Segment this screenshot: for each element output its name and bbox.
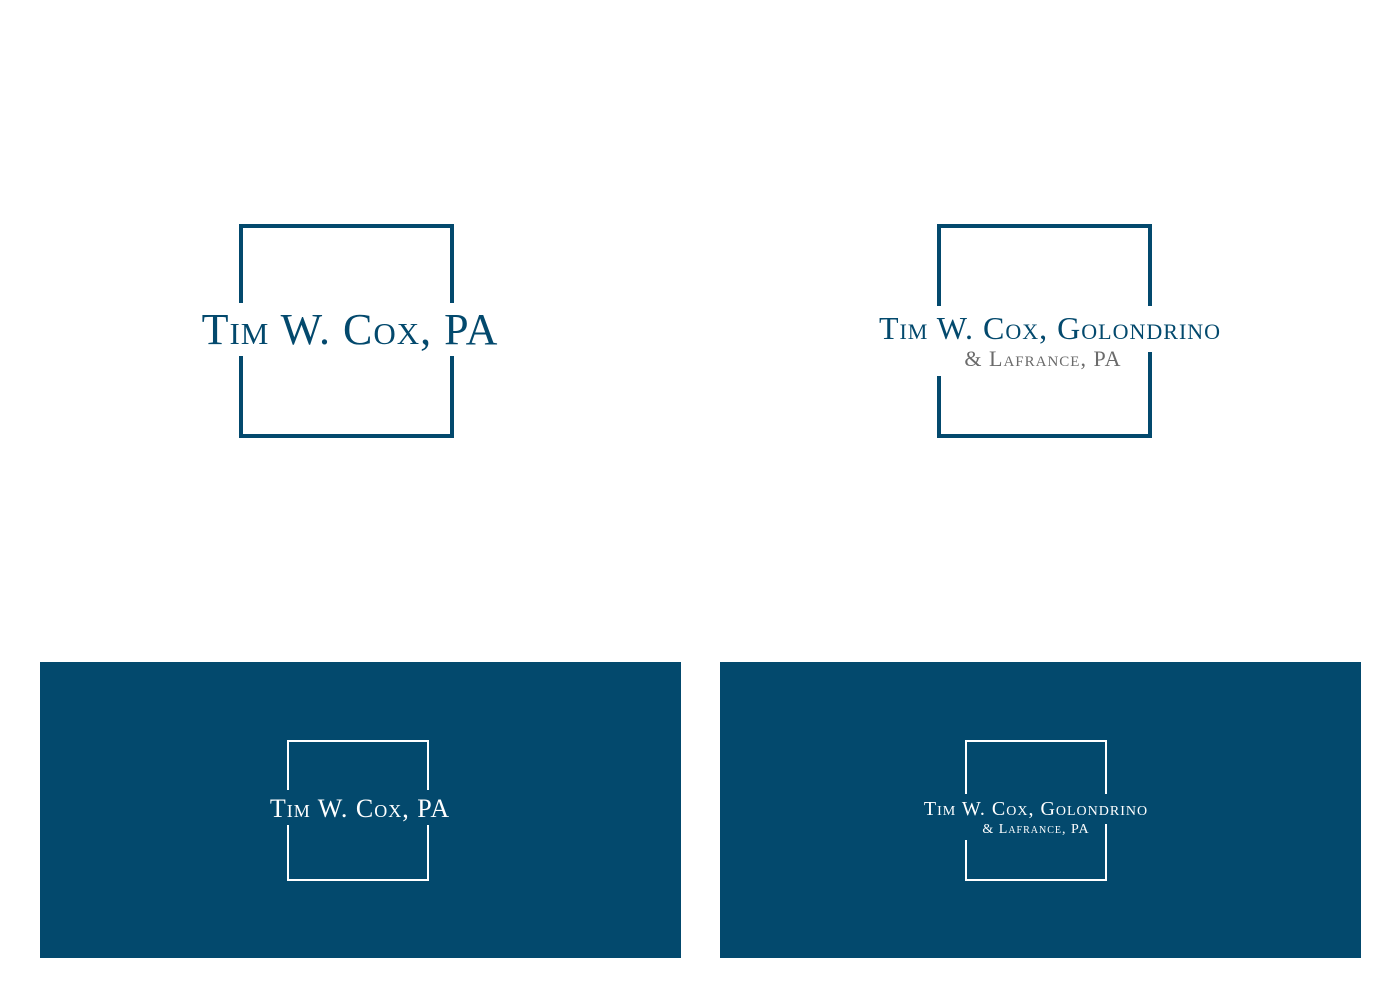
firm-name-subline: & Lafrance, PA xyxy=(982,822,1090,837)
frame-bottom xyxy=(287,879,429,881)
frame-bottom xyxy=(239,434,454,438)
frame-right-lower xyxy=(1105,824,1107,881)
frame-left-lower xyxy=(287,825,289,881)
frame-top xyxy=(239,224,454,228)
frame-right-upper xyxy=(1148,224,1152,306)
logo-tim-w-cox-golondrino-light: Tim W. Cox, Golondrino & Lafrance, PA xyxy=(878,224,1222,438)
frame-right-lower xyxy=(450,356,454,438)
frame-top xyxy=(965,740,1107,742)
frame-top xyxy=(287,740,429,742)
frame-right-lower xyxy=(1148,352,1152,438)
frame-left-upper xyxy=(287,740,289,790)
frame-left-upper xyxy=(937,224,941,306)
frame-right-upper xyxy=(450,224,454,303)
frame-top xyxy=(937,224,1152,228)
firm-name: Tim W. Cox, Golondrino xyxy=(878,310,1222,346)
firm-name-subline: & Lafrance, PA xyxy=(964,346,1122,371)
logo-card-tim-w-cox-pa-dark: Tim W. Cox, PA xyxy=(40,662,681,958)
firm-name: Tim W. Cox, Golondrino xyxy=(923,798,1149,820)
frame-left-lower xyxy=(937,376,941,438)
frame-left-upper xyxy=(239,224,243,303)
logo-tim-w-cox-pa-light: Tim W. Cox, PA xyxy=(0,0,700,500)
frame-left-lower xyxy=(965,840,967,881)
frame-bottom xyxy=(965,879,1107,881)
logo-card-tim-w-cox-golondrino-dark: Tim W. Cox, Golondrino & Lafrance, PA xyxy=(720,662,1361,958)
frame-right-lower xyxy=(427,825,429,881)
frame-left-upper xyxy=(965,740,967,794)
frame-bottom xyxy=(937,434,1152,438)
frame-left-lower xyxy=(239,356,243,438)
frame-right-upper xyxy=(427,740,429,790)
firm-name: Tim W. Cox, PA xyxy=(201,305,499,354)
frame-right-upper xyxy=(1105,740,1107,794)
firm-name: Tim W. Cox, PA xyxy=(269,794,451,823)
